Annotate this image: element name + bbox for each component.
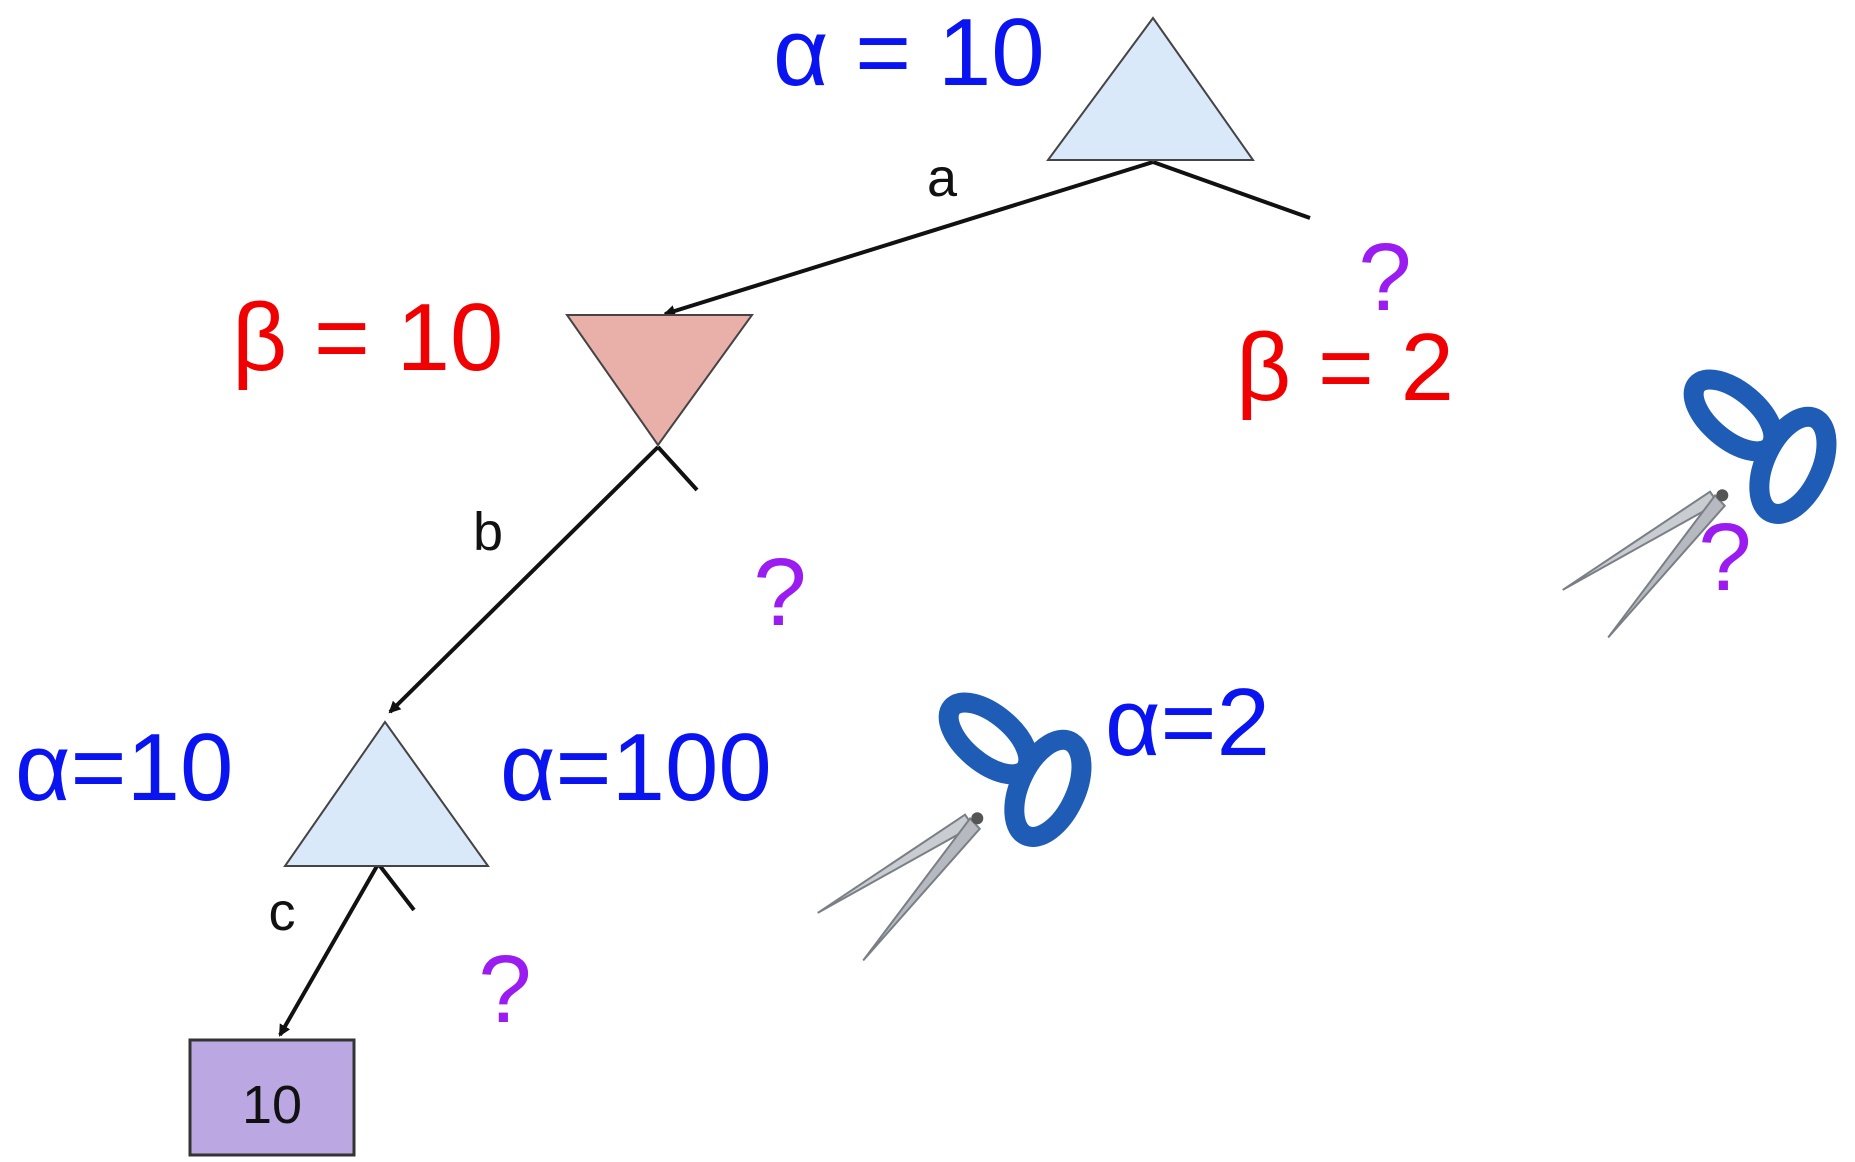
right-beta-label: β = 2 [1236,314,1454,421]
edge-label-c: c [269,882,296,942]
edge-b [390,447,658,712]
edge-max-right [380,866,414,910]
edge-min-right [658,447,697,490]
question-mark-min-right: ? [753,539,806,646]
max-alpha-left-label: α=10 [15,714,233,821]
question-mark-pruned-leaf: ? [1698,504,1751,611]
max-node [285,722,488,866]
scissors-icon [1507,327,1855,656]
cut-alpha-label: α=2 [1105,669,1270,776]
scissors-icon [762,650,1125,979]
max-alpha-right-label: α=100 [500,714,772,821]
min-beta-label: β = 10 [232,284,503,391]
question-mark-root-right: ? [1358,224,1411,331]
min-node [567,315,752,445]
leaf-value: 10 [242,1075,302,1135]
root-alpha-label: α = 10 [773,0,1045,106]
root-max-node [1048,18,1253,160]
edge-label-b: b [473,502,503,562]
edge-a [665,162,1153,314]
edge-root-right [1153,162,1310,218]
question-mark-max-right: ? [478,936,531,1043]
edge-label-a: a [927,148,958,208]
